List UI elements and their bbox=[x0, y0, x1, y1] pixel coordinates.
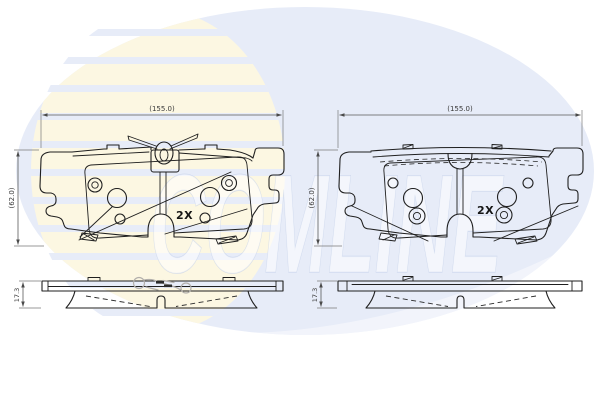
watermark-brand-text: COMLINE bbox=[150, 145, 504, 302]
front-left-width-dimension: (155.0) bbox=[40, 105, 284, 148]
side-left-thickness-dimension: 17.3 bbox=[13, 280, 41, 309]
front-left-width-text: (155.0) bbox=[149, 105, 175, 113]
front-left-qty-label: 2X bbox=[176, 209, 193, 222]
side-right-thickness-text: 17.3 bbox=[311, 288, 319, 302]
front-right-height-text: (62.0) bbox=[308, 187, 316, 208]
front-left-height-text: (62.0) bbox=[8, 187, 16, 208]
side-left-thickness-text: 17.3 bbox=[13, 288, 21, 302]
front-left-pad-outline bbox=[39, 133, 285, 245]
side-right-thickness-dimension: 17.3 bbox=[311, 280, 337, 309]
retainer-clip-overlay bbox=[132, 276, 192, 294]
comline-logo-watermark: COMLINE bbox=[16, 7, 594, 335]
front-right-height-dimension: (62.0) bbox=[308, 149, 342, 247]
front-right-pad-outline bbox=[338, 144, 584, 245]
spring-clip-wings bbox=[127, 133, 199, 150]
side-view-left: 17.3 bbox=[13, 276, 284, 309]
front-right-width-text: (155.0) bbox=[447, 105, 473, 113]
front-left-height-dimension: (62.0) bbox=[8, 149, 44, 247]
front-right-qty-label: 2X bbox=[477, 204, 494, 217]
side-view-right: 17.3 bbox=[311, 276, 583, 309]
front-view-right: (155.0) (62.0) bbox=[308, 105, 584, 247]
front-view-left: (155.0) (62.0) bbox=[8, 105, 285, 247]
side-left-pad-profile bbox=[41, 276, 284, 309]
front-right-width-dimension: (155.0) bbox=[337, 105, 583, 148]
side-right-pad-profile bbox=[337, 276, 583, 309]
